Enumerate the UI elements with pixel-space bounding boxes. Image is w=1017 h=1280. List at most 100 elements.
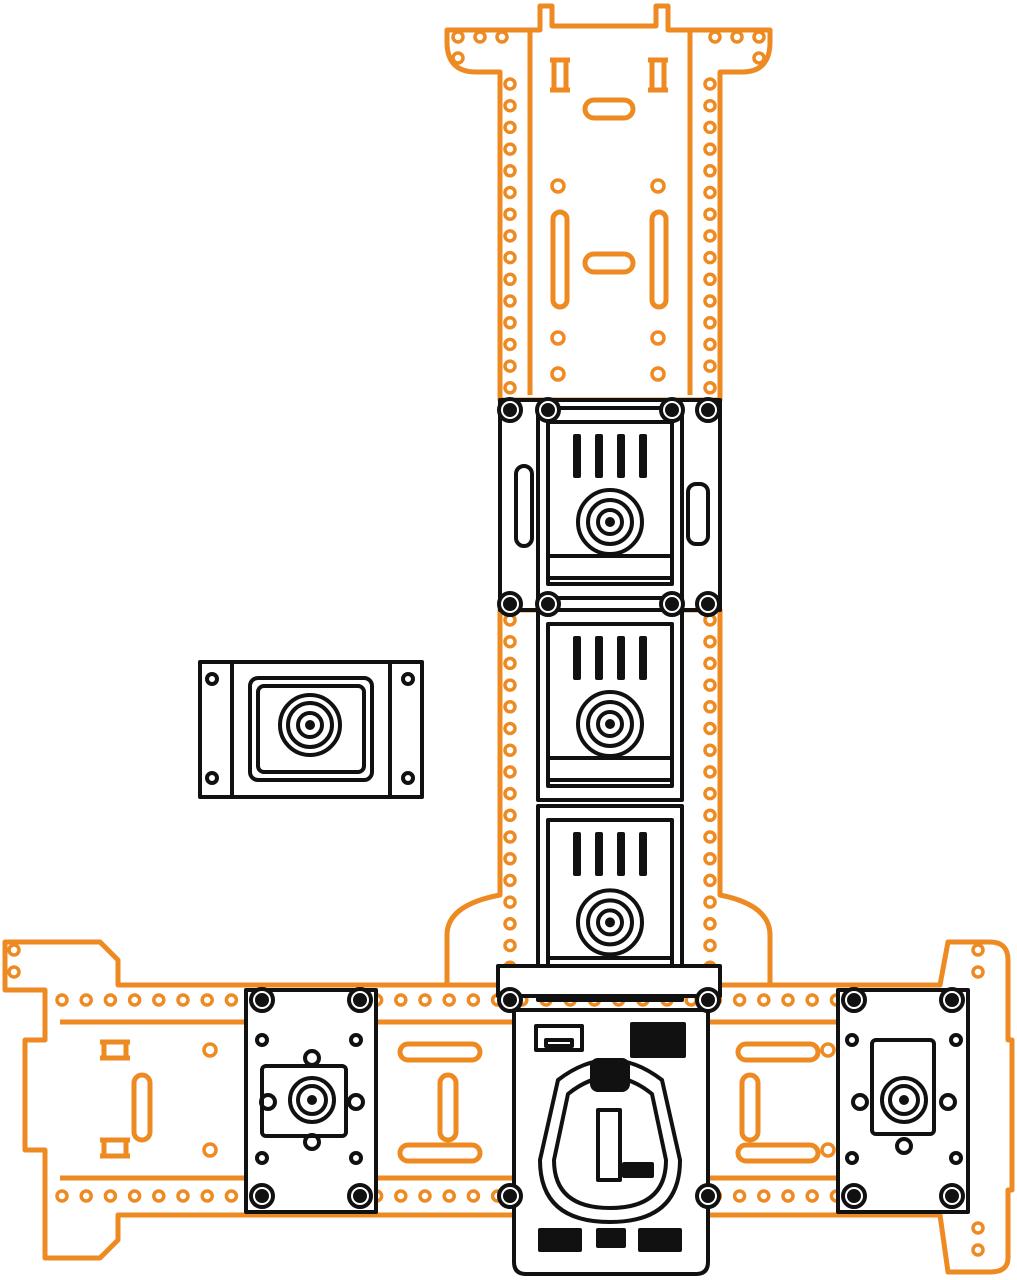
plate-hole bbox=[503, 830, 517, 844]
plate-hole bbox=[503, 873, 517, 888]
plate-hole bbox=[703, 381, 717, 395]
plate-hole bbox=[55, 993, 69, 1007]
plate-hole bbox=[152, 1189, 166, 1203]
screw-center bbox=[503, 993, 517, 1007]
screw-center bbox=[701, 403, 715, 417]
screw-center bbox=[353, 993, 367, 1007]
plate-hole bbox=[971, 965, 985, 979]
plate-hole bbox=[503, 808, 517, 823]
plate-hole bbox=[703, 294, 717, 308]
plate-hole bbox=[703, 830, 717, 844]
plate-hole bbox=[550, 366, 566, 382]
motor-rib bbox=[617, 832, 625, 876]
screw-center bbox=[945, 993, 959, 1007]
plate-hole bbox=[466, 1189, 481, 1203]
plate-hole bbox=[103, 1189, 118, 1203]
plate-hole bbox=[703, 917, 717, 931]
motor-rib bbox=[573, 832, 581, 876]
plate-hole bbox=[703, 808, 717, 823]
plate-hole bbox=[176, 993, 190, 1007]
plate-hole bbox=[732, 993, 747, 1007]
plate-hole bbox=[503, 207, 517, 221]
plate-hole bbox=[703, 765, 717, 779]
plate-hole bbox=[503, 294, 517, 308]
plate-hole bbox=[703, 743, 717, 757]
plate-hole bbox=[103, 993, 118, 1007]
plate-hole bbox=[820, 1042, 836, 1058]
screw-center bbox=[847, 1189, 861, 1203]
plate-hole bbox=[466, 993, 481, 1007]
plate-hole bbox=[703, 315, 717, 330]
screw-center bbox=[847, 993, 861, 1007]
plate-hole bbox=[805, 1189, 819, 1203]
plate-hole bbox=[703, 337, 717, 352]
plate-hole bbox=[503, 656, 517, 671]
plate-hole bbox=[503, 765, 517, 779]
plate-hole bbox=[703, 895, 717, 909]
plate-hole bbox=[732, 1189, 747, 1203]
plate-hole bbox=[7, 965, 21, 979]
plate-hole bbox=[442, 993, 456, 1007]
plate-hole bbox=[202, 1042, 218, 1058]
motor-housing bbox=[546, 420, 674, 586]
plate-hole bbox=[550, 330, 566, 346]
plate-hole bbox=[971, 943, 985, 957]
plate-hole bbox=[442, 1189, 456, 1203]
plate-hole bbox=[650, 178, 666, 194]
plate-hole bbox=[495, 30, 509, 44]
plate-hole bbox=[752, 51, 766, 65]
screw-center bbox=[665, 597, 679, 611]
plate-hole bbox=[394, 1189, 408, 1203]
plate-hole bbox=[805, 993, 819, 1007]
motor-rib bbox=[639, 636, 647, 680]
plate-hole bbox=[757, 993, 771, 1007]
plate-hole bbox=[418, 993, 432, 1007]
motor-shaft bbox=[605, 719, 615, 729]
plate-hole bbox=[703, 164, 717, 178]
plate-hole bbox=[224, 993, 239, 1007]
motor-rib bbox=[573, 636, 581, 680]
screw-center bbox=[255, 993, 269, 1007]
motor-rib bbox=[595, 636, 603, 680]
plate-hole bbox=[757, 1189, 771, 1203]
motor-housing bbox=[546, 622, 674, 788]
plate-hole bbox=[650, 330, 666, 346]
plate-hole bbox=[503, 700, 517, 714]
screw-center bbox=[701, 1189, 715, 1203]
screw-center bbox=[701, 993, 715, 1007]
motor-shaft-ring bbox=[596, 508, 624, 536]
plate-hole bbox=[503, 786, 517, 801]
plate-hole bbox=[503, 98, 517, 113]
plate-hole bbox=[503, 77, 517, 91]
plate-hole bbox=[703, 634, 717, 649]
plate-hole bbox=[752, 30, 766, 44]
motor-rib bbox=[573, 434, 581, 478]
screw-center bbox=[503, 1189, 517, 1203]
plate-hole bbox=[550, 178, 566, 194]
plate-hole bbox=[703, 250, 717, 265]
plate-hole bbox=[703, 77, 717, 91]
plate-hole bbox=[703, 851, 717, 866]
plate-hole bbox=[703, 700, 717, 714]
plate-hole bbox=[503, 250, 517, 265]
screw-heads bbox=[249, 397, 965, 1209]
screw-center bbox=[701, 597, 715, 611]
plate-hole bbox=[730, 30, 744, 44]
plate-hole bbox=[200, 993, 214, 1007]
plate-hole bbox=[79, 993, 93, 1007]
plate-hole bbox=[202, 1142, 218, 1158]
plate-hole bbox=[473, 30, 487, 44]
plate-hole bbox=[703, 678, 717, 692]
plate-hole bbox=[703, 656, 717, 671]
plate-hole bbox=[503, 634, 517, 649]
motor-shaft-ring bbox=[596, 908, 624, 937]
plate-hole bbox=[176, 1189, 190, 1203]
screw-center bbox=[945, 1189, 959, 1203]
plate-hole bbox=[703, 873, 717, 888]
plate-hole bbox=[708, 30, 722, 44]
motor-shaft-ring bbox=[596, 710, 624, 738]
plate-hole bbox=[127, 1189, 142, 1203]
plate-hole bbox=[781, 1189, 795, 1203]
motor-rib bbox=[639, 434, 647, 478]
motor-shaft bbox=[605, 917, 615, 928]
